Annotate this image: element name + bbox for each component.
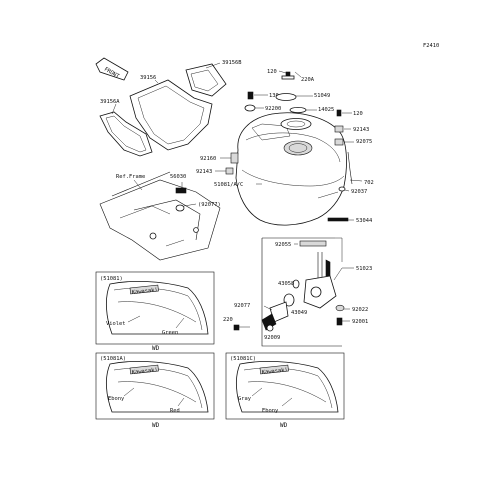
callout-92160: 92160 [200, 156, 216, 162]
damper-92143-left [225, 167, 234, 175]
callout-92200: 92200 [265, 106, 281, 112]
callout-14025: 14025 [318, 107, 334, 113]
callout-51023: 51023 [356, 266, 372, 272]
variant-box-51081a: (51081A) Kawasaki Ebony Red [95, 352, 215, 420]
callout-56030: 56030 [170, 174, 186, 180]
variant-c-brand: Kawasaki [262, 367, 288, 376]
variant-box-51081c: (51081C) Kawasaki Gray Ebony [225, 352, 345, 420]
callout-43049: 43049 [291, 310, 307, 316]
variant-b-brand: Kawasaki [132, 367, 158, 376]
clamp-92037 [338, 186, 346, 192]
tank-pad-39156b [185, 63, 227, 97]
callout-702: 702 [364, 180, 374, 186]
variant-a-brand: Kawasaki [132, 287, 158, 296]
bolt-120-right [336, 109, 342, 117]
collar-92077-frame [175, 204, 185, 212]
washer-92022 [335, 304, 345, 312]
variant-a-code: (51081) [100, 276, 123, 282]
callout-92055: 92055 [275, 242, 291, 248]
callout-92077: 92077 [234, 303, 250, 309]
variant-c-note: WD [280, 422, 288, 429]
callout-53044: 53044 [356, 218, 372, 224]
callout-220a: 220A [301, 77, 315, 83]
reference-frame [99, 171, 221, 261]
fuel-cock-detail [261, 237, 354, 347]
damper-56030 [175, 187, 187, 194]
callout-51049: 51049 [314, 93, 330, 99]
washer-92200 [244, 104, 256, 112]
callout-39156b: 39156B [222, 60, 241, 66]
o-ring-43058 [292, 279, 300, 289]
callout-92009: 92009 [264, 335, 280, 341]
fuel-tank [235, 112, 347, 226]
variant-b-note: WD [152, 422, 160, 429]
cap-51049 [275, 93, 297, 101]
callout-220: 220 [223, 317, 233, 323]
callout-92143-right: 92143 [353, 127, 369, 133]
strap-53044 [327, 217, 349, 222]
callout-92001: 92001 [352, 319, 368, 325]
washer-92009 [266, 324, 274, 332]
callout-92037: 92037 [351, 189, 367, 195]
front-arrow: FRONT [95, 57, 129, 81]
figure-code: F2410 [423, 43, 439, 49]
variant-b-code: (51081A) [100, 356, 126, 362]
variant-c-code: (51081C) [230, 356, 256, 362]
callout-120-right: 120 [353, 111, 363, 117]
callout-130-left: 130 [269, 93, 279, 99]
variant-c-color2: Ebony [262, 408, 279, 414]
lever-92077 [261, 301, 289, 331]
screw-220 [233, 324, 240, 331]
ref-frame-label: Ref.Frame [116, 174, 145, 180]
callout-92075: 92075 [356, 139, 372, 145]
damper-92160 [230, 152, 239, 164]
variant-b-color1: Ebony [108, 396, 125, 402]
callout-92022: 92022 [352, 307, 368, 313]
gasket-14025 [289, 107, 307, 114]
variant-box-51081: (51081) Kawasaki Violet Green [95, 271, 215, 345]
bolt-92001 [336, 317, 343, 326]
damper-92075 [334, 138, 344, 146]
hose-702 [347, 151, 353, 185]
callout-43058: 43058 [278, 281, 294, 287]
variant-c-color1: Gray [238, 396, 252, 402]
variant-a-note: WD [152, 345, 160, 352]
gasket-92055 [299, 240, 327, 247]
callout-51081: 51081/A/C [214, 182, 243, 188]
damper-92143-right [334, 125, 344, 133]
variant-b-color2: Red [170, 408, 180, 414]
callout-92077-frame: (92077) [198, 202, 221, 208]
bolt-130-left [247, 91, 254, 100]
variant-a-color1: Violet [106, 321, 125, 327]
tank-pad-39156a [99, 111, 153, 157]
callout-120-top: 120 [267, 69, 277, 75]
fuel-cock-51023 [303, 252, 337, 309]
callout-92143-left: 92143 [196, 169, 212, 175]
tank-pad-39156 [129, 79, 213, 151]
callout-39156: 39156 [140, 75, 156, 81]
callout-39156a: 39156A [100, 99, 120, 105]
variant-a-color2: Green [162, 330, 178, 336]
